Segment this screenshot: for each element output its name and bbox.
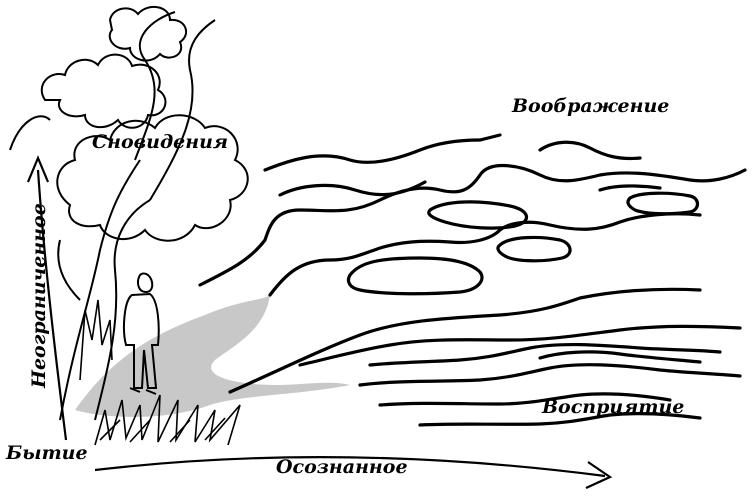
label-being: Бытие <box>6 442 88 464</box>
horizontal-arrowhead <box>585 461 613 489</box>
label-perception: Восприятие <box>542 396 685 418</box>
vertical-arrowhead <box>26 155 50 183</box>
imagination-channels <box>198 133 747 297</box>
label-imagination: Воображение <box>512 95 670 117</box>
horizontal-axis-arrow <box>94 456 606 478</box>
walking-person <box>123 272 160 395</box>
bushes <box>79 299 241 446</box>
label-dreams: Сновидения <box>92 131 229 153</box>
path-shade <box>75 295 350 417</box>
label-unlimited: Неограниченное <box>28 203 50 388</box>
perception-channels <box>228 287 742 427</box>
label-conscious: Осознанное <box>276 456 408 478</box>
dream-tree <box>9 5 249 421</box>
